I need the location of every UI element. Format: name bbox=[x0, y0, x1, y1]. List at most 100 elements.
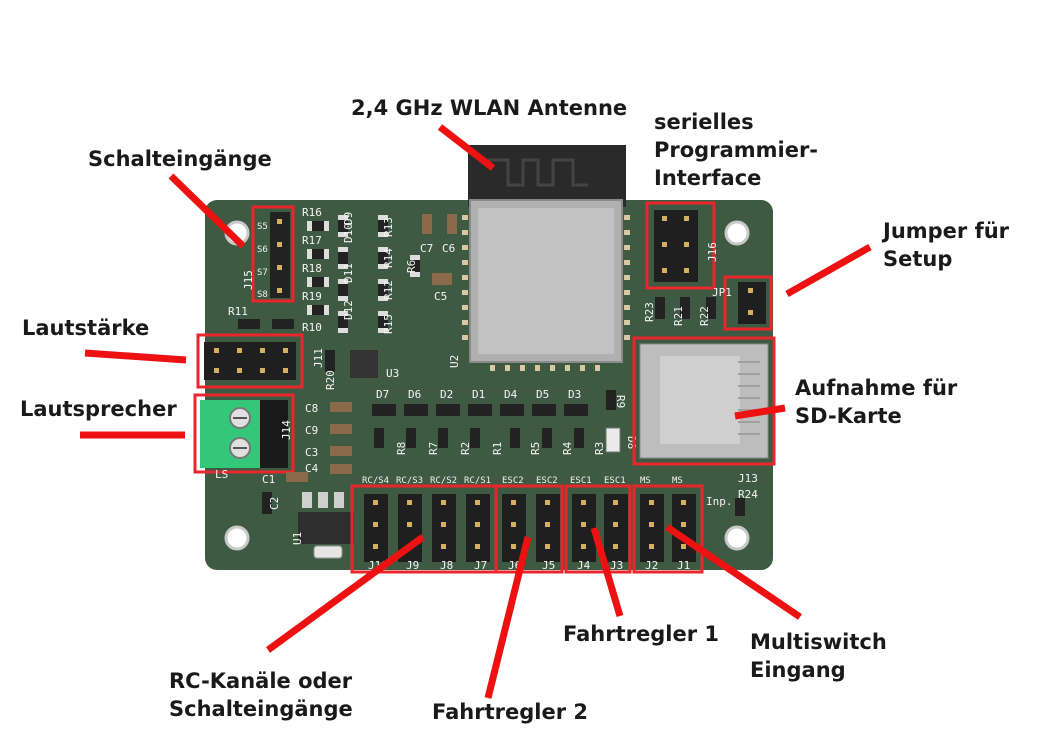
silk-inp: Inp. bbox=[706, 495, 733, 508]
silk-u2: U2 bbox=[448, 355, 461, 368]
silk-d10: D10 bbox=[342, 223, 355, 243]
callout-esc1: Fahrtregler 1 bbox=[563, 622, 719, 646]
silk-d12: D12 bbox=[342, 300, 355, 320]
serial-frame bbox=[645, 201, 716, 290]
led-d8 bbox=[605, 427, 621, 453]
callout-rc-channels: RC-Kanäle oder Schalteingänge bbox=[169, 669, 353, 721]
smd-resistors bbox=[307, 221, 329, 315]
top-pin-labels: RC/S4 RC/S3 RC/S2 RC/S1 ESC2 ESC2 ESC1 E… bbox=[362, 476, 683, 486]
mounting-hole bbox=[224, 525, 250, 551]
silk-j16: J16 bbox=[706, 242, 719, 262]
sdcard-cover bbox=[660, 356, 740, 444]
esc2-frame bbox=[494, 484, 564, 574]
callout-esc2: Fahrtregler 2 bbox=[432, 700, 588, 724]
smd-column bbox=[338, 215, 388, 333]
silk-r6: R6 bbox=[405, 260, 418, 273]
silk-r11: R11 bbox=[228, 305, 248, 318]
callout-serial: serielles Programmier- Interface bbox=[654, 110, 819, 190]
smd-r10 bbox=[272, 319, 294, 329]
pin-label-s6: S6 bbox=[257, 245, 268, 255]
pin-label-ms-a: MS bbox=[640, 476, 651, 486]
silk-d11: D11 bbox=[342, 263, 355, 283]
smd-r24 bbox=[735, 498, 745, 516]
silk-j5: J5 bbox=[542, 559, 555, 572]
antenna-trace bbox=[488, 158, 588, 187]
pin-label-esc1-b: ESC1 bbox=[604, 476, 626, 486]
callout-jumper: Jumper für Setup bbox=[883, 219, 1010, 271]
silk-r3: R3 bbox=[593, 442, 606, 455]
pin-label-esc2-b: ESC2 bbox=[536, 476, 558, 486]
silk-d3: D3 bbox=[568, 388, 581, 401]
smd-diodes bbox=[372, 404, 588, 448]
smd-r20 bbox=[325, 350, 335, 372]
multiswitch-frame bbox=[632, 484, 704, 574]
smd-r11 bbox=[238, 319, 260, 329]
silk-d9: D9 bbox=[342, 212, 355, 225]
chip-u3 bbox=[350, 350, 378, 378]
pointer-rc-channels bbox=[265, 534, 426, 653]
silk-d5: D5 bbox=[536, 388, 549, 401]
speaker-frame bbox=[193, 393, 295, 474]
silk-c4: C4 bbox=[305, 462, 319, 475]
volume-frame bbox=[196, 333, 304, 389]
callout-multiswitch: Multiswitch Eingang bbox=[750, 630, 887, 682]
smd-caps-top bbox=[410, 214, 457, 285]
silk-j4: J4 bbox=[577, 559, 591, 572]
silk-j2: J2 bbox=[645, 559, 658, 572]
pointer-antenna bbox=[437, 124, 496, 171]
bottom-header-pins bbox=[373, 500, 686, 549]
silk-r19: R19 bbox=[302, 290, 322, 303]
silk-r18: R18 bbox=[302, 262, 322, 275]
callout-sdcard: Aufnahme für SD-Karte bbox=[795, 376, 958, 428]
jumper-frame bbox=[723, 275, 773, 331]
silk-c5: C5 bbox=[434, 290, 447, 303]
silk-r23: R23 bbox=[643, 302, 656, 322]
silk-r10: R10 bbox=[302, 321, 322, 334]
silk-r16: R16 bbox=[302, 206, 322, 219]
silk-j15: J15 bbox=[242, 270, 255, 290]
smd-r21-23 bbox=[655, 297, 716, 319]
silk-ls: LS bbox=[215, 468, 228, 481]
pin-label-esc1-a: ESC1 bbox=[570, 476, 592, 486]
pin-label-s8: S8 bbox=[257, 290, 268, 300]
pin-label-rcs2: RC/S2 bbox=[430, 476, 457, 486]
silk-d2: D2 bbox=[440, 388, 453, 401]
callout-antenna: 2,4 GHz WLAN Antenne bbox=[351, 96, 628, 120]
pointer-sdcard bbox=[734, 404, 786, 420]
led-smd bbox=[313, 545, 343, 559]
regulator-u1 bbox=[298, 512, 354, 544]
silk-j13: J13 bbox=[738, 472, 758, 485]
pin-label-esc2-a: ESC2 bbox=[502, 476, 524, 486]
callout-speaker: Lautsprecher bbox=[20, 397, 177, 421]
esc1-frame bbox=[564, 484, 632, 574]
silk-r5: R5 bbox=[529, 442, 542, 455]
callout-volume: Lautstärke bbox=[22, 316, 150, 340]
pin-label-ms-b: MS bbox=[672, 476, 683, 486]
silk-r14: R14 bbox=[382, 248, 395, 268]
pin-label-rcs3: RC/S3 bbox=[396, 476, 423, 486]
sdcard-contacts bbox=[738, 361, 760, 435]
serial-pins bbox=[662, 216, 689, 273]
pointer-multiswitch bbox=[665, 524, 802, 620]
silk-r15: R15 bbox=[382, 314, 395, 334]
sdcard-frame bbox=[632, 336, 776, 466]
silk-j1: J1 bbox=[677, 559, 690, 572]
silk-j7: J7 bbox=[474, 559, 487, 572]
silk-jp1: JP1 bbox=[712, 286, 732, 299]
silk-r2: R2 bbox=[459, 442, 472, 455]
switch-inputs-frame bbox=[251, 205, 295, 303]
silk-u1: U1 bbox=[291, 532, 304, 545]
silk-r21: R21 bbox=[672, 306, 685, 326]
silk-c7: C7 bbox=[420, 242, 433, 255]
silk-d1: D1 bbox=[472, 388, 485, 401]
silk-j3: J3 bbox=[610, 559, 623, 572]
silk-c6: C6 bbox=[442, 242, 455, 255]
esp32-shield bbox=[478, 208, 614, 354]
pointer-jumper bbox=[785, 243, 872, 298]
silk-j9: J9 bbox=[406, 559, 419, 572]
module-pads bbox=[462, 215, 630, 371]
smd-caps-left bbox=[262, 402, 352, 514]
silk-u3: U3 bbox=[386, 367, 399, 380]
